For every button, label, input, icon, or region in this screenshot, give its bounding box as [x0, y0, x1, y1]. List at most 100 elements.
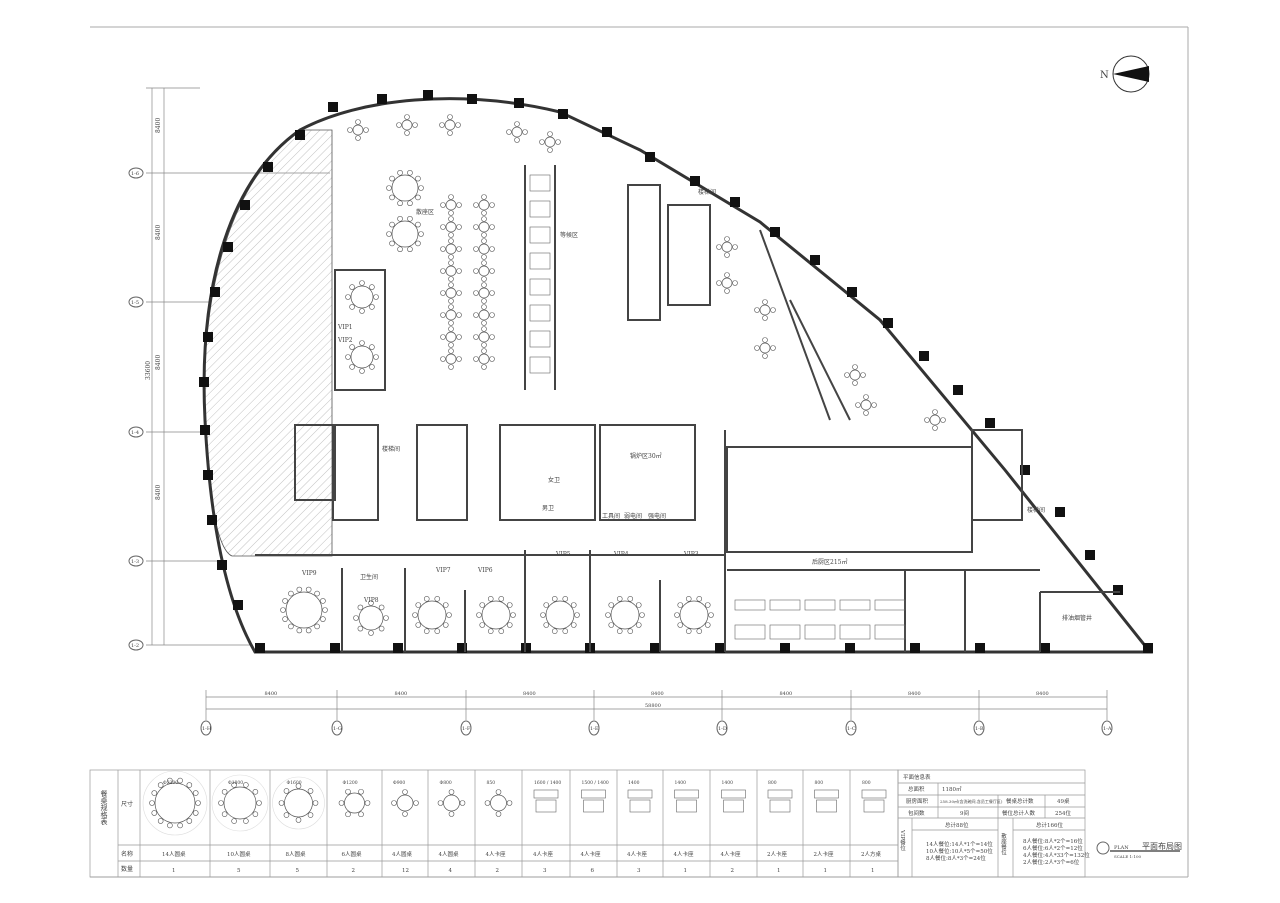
table-qty: 3: [637, 868, 641, 874]
column: [690, 176, 700, 186]
axis-label-v: 1-5: [131, 300, 139, 306]
column: [919, 351, 929, 361]
round-table: [605, 596, 645, 634]
room-boiler: 锅炉区30㎡: [630, 452, 662, 460]
room-stair-3: 楼梯间: [1027, 506, 1045, 514]
table-name: 4人圆桌: [392, 850, 412, 858]
round-table: [345, 280, 379, 314]
round-table: [506, 121, 528, 143]
room-womens: 女卫: [548, 476, 560, 484]
round-table: [473, 194, 495, 216]
column: [810, 255, 820, 265]
table-dim: 1500 / 1400: [582, 780, 609, 786]
room-exhaust-shaft: 排油烟管井: [1062, 614, 1092, 622]
hatched-terrace: [204, 129, 333, 557]
column: [217, 560, 227, 570]
round-table: [716, 236, 738, 258]
axis-bubble: [1101, 720, 1113, 736]
column: [1143, 643, 1153, 653]
table-dim: Φ900: [393, 780, 405, 786]
dim-v-2: 8400: [155, 225, 162, 240]
column: [602, 127, 612, 137]
structural-columns: [199, 90, 1153, 653]
plan-info-table: 平面信息表 总面积 1180㎡ 厨房面积 258.30㎡(含洗碗间,含员工餐厅区…: [897, 769, 1090, 878]
room-open-seating: 散座区: [416, 208, 434, 216]
axis-bubble: [716, 720, 728, 736]
table-dim: 800: [768, 780, 777, 786]
column: [715, 643, 725, 653]
column: [1113, 585, 1123, 595]
vip-total: 总计88位: [945, 821, 969, 829]
round-table: [278, 783, 319, 823]
table-dim: 800: [862, 780, 871, 786]
room-waiting: 等候区: [560, 231, 578, 239]
dim-h: 8400: [395, 691, 408, 697]
round-table: [924, 409, 946, 431]
round-table: [338, 788, 371, 818]
row-label-size: 尺寸: [121, 800, 133, 808]
column: [467, 94, 477, 104]
plan-symbol-icon: [1096, 841, 1110, 855]
seating-table-title: 餐桌规格表: [100, 789, 108, 826]
dim-h: 8400: [1036, 691, 1049, 697]
table-qty: 1: [824, 868, 828, 874]
room-vip2: VIP2: [337, 337, 353, 344]
room-vip3: VIP3: [683, 551, 699, 558]
furniture: [280, 114, 946, 640]
booth-icon: [581, 789, 606, 813]
column: [330, 643, 340, 653]
booth-seat: [529, 252, 551, 270]
booth-icon: [533, 789, 559, 813]
room-vip6: VIP6: [477, 567, 493, 574]
table-qty: 2: [352, 868, 356, 874]
axis-bubble: [460, 720, 472, 736]
round-table: [347, 119, 369, 141]
room-vip1: VIP1: [337, 324, 353, 331]
room-mens: 男卫: [542, 505, 554, 512]
table-qty: 1: [777, 868, 781, 874]
axis-label-v: 1-3: [131, 559, 139, 565]
column: [200, 425, 210, 435]
table-name: 4人卡座: [486, 850, 506, 858]
round-table: [754, 337, 776, 359]
booth-icon: [861, 789, 887, 813]
column: [910, 643, 920, 653]
table-name: 4人圆桌: [439, 850, 459, 858]
axis-label-h: 1-F: [462, 726, 471, 732]
axis-bubble: [845, 720, 857, 736]
table-dim: 1600 / 1400: [534, 780, 561, 786]
table-qty: 2: [731, 868, 735, 874]
round-table: [440, 348, 462, 370]
round-table: [386, 215, 424, 253]
room-restroom: 卫生间: [360, 573, 378, 581]
total-area-label: 总面积: [908, 785, 925, 793]
column: [1055, 507, 1065, 517]
round-table: [540, 596, 580, 634]
round-table: [440, 304, 462, 326]
column: [210, 287, 220, 297]
kitchen-counter: [874, 599, 906, 611]
room-stair-2: 楼梯间: [382, 445, 400, 453]
kitchen-counter: [804, 599, 836, 611]
column: [233, 600, 243, 610]
table-name: 4人卡座: [674, 850, 694, 858]
dim-v-4: 8400: [155, 485, 162, 500]
column: [255, 643, 265, 653]
round-table: [218, 782, 262, 824]
vip-line-2: 10人餐位:10人*5个=50位: [926, 847, 993, 855]
room-kitchen: 后厨区215㎡: [812, 558, 847, 566]
booth-seat: [529, 356, 551, 374]
round-table: [440, 216, 462, 238]
round-table: [412, 596, 452, 634]
table-name: 4人卡座: [533, 850, 553, 858]
round-table: [391, 789, 419, 817]
table-qty: 4: [449, 868, 453, 874]
round-table: [440, 260, 462, 282]
kitchen-counter: [734, 599, 766, 611]
axis-bubble: [588, 720, 600, 736]
axis-label-v: 1-4: [131, 430, 139, 436]
round-table: [473, 304, 495, 326]
round-table: [437, 789, 466, 817]
booth-seat: [529, 226, 551, 244]
room-vip9: VIP9: [301, 570, 317, 577]
